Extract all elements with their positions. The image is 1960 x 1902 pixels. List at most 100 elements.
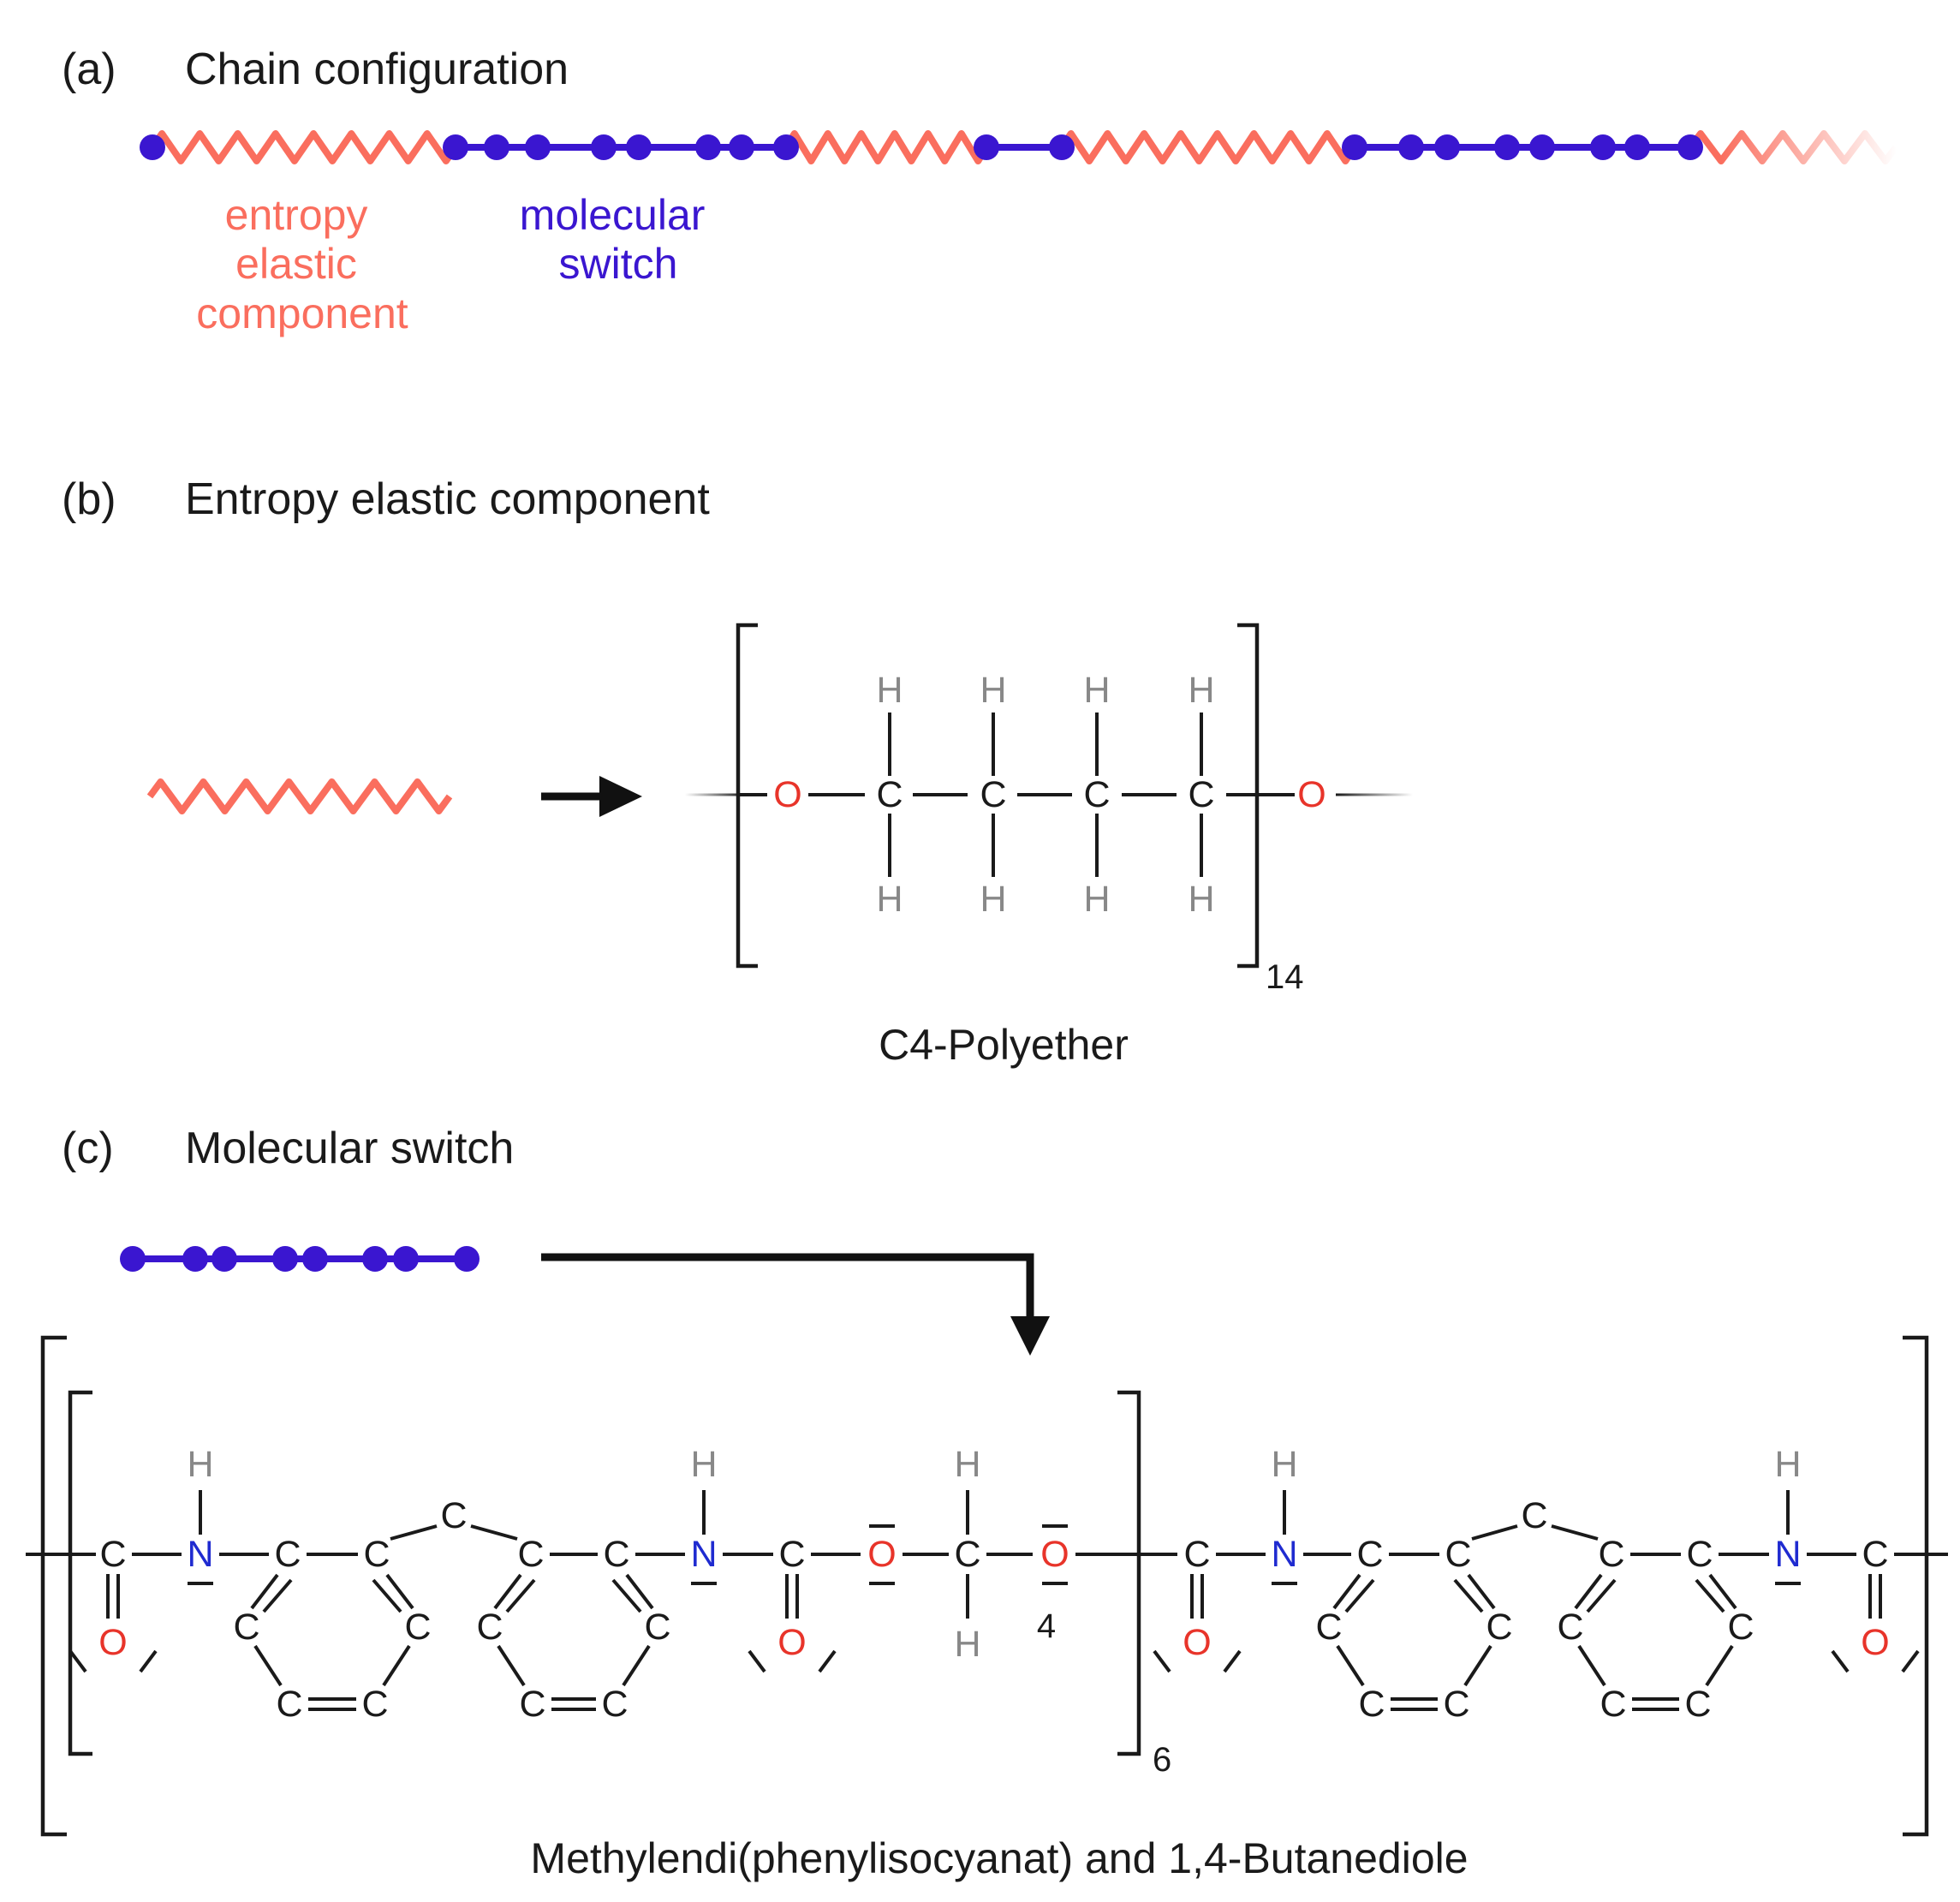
switch-bead <box>120 1246 146 1272</box>
carbon-atom: C <box>1598 1534 1624 1575</box>
panel-a: (a) Chain configuration entropy elastic … <box>62 45 1899 337</box>
oxygen-atom: O <box>98 1622 127 1663</box>
carbon-atom: C <box>1686 1534 1713 1575</box>
bond <box>250 1573 279 1610</box>
elastic-segment <box>783 130 990 164</box>
bond <box>622 1644 651 1687</box>
hydrogen-atom: H <box>1271 1444 1297 1485</box>
carbon-atom: C <box>476 1607 503 1648</box>
double-bond <box>505 1578 536 1613</box>
carbon-atom: C <box>1315 1607 1342 1648</box>
left-bracket <box>736 623 758 969</box>
hydrogen-atom: H <box>876 670 903 711</box>
bond <box>1463 1644 1492 1687</box>
mdi-caption: Methylendi(phenylisocyanat) and 1,4-Buta… <box>530 1834 1468 1882</box>
oxygen-atom: O <box>867 1534 896 1575</box>
switch-bead <box>1434 134 1460 160</box>
switch-bead <box>362 1246 388 1272</box>
panel-b-title: Entropy elastic component <box>185 474 710 524</box>
carbon-atom: C <box>361 1684 388 1725</box>
bond <box>1551 1524 1599 1541</box>
elastic-label-line-2: elastic <box>235 240 357 288</box>
lone-pair <box>139 1649 158 1673</box>
elastic-segment <box>1058 130 1358 164</box>
carbon-atom: C <box>601 1684 628 1725</box>
switch-label-line-2: switch <box>559 240 678 288</box>
switch-bead <box>1677 134 1703 160</box>
carbon-atom: C <box>517 1534 544 1575</box>
switch-bead <box>393 1246 419 1272</box>
bond <box>1467 1573 1496 1610</box>
oxygen-atom: O <box>1183 1622 1211 1663</box>
nitrogen-atom: N <box>690 1534 717 1575</box>
polyether-caption: C4-Polyether <box>879 1021 1129 1069</box>
double-bond <box>1695 1578 1725 1613</box>
switch-bead <box>974 134 999 160</box>
switch-bead <box>729 134 754 160</box>
switch-bead <box>1590 134 1616 160</box>
outer-right-bracket <box>1903 1335 1929 1837</box>
carbon-atom: C <box>1083 774 1110 815</box>
bond <box>1336 1644 1365 1687</box>
inner-left-bracket <box>68 1390 92 1756</box>
double-bond <box>1344 1578 1375 1613</box>
inner-repeat-count: 6 <box>1153 1741 1171 1779</box>
bond <box>1471 1524 1518 1541</box>
carbon-atom: C <box>276 1684 302 1725</box>
oxygen-atom: O <box>773 774 801 815</box>
carbon-atom: C <box>603 1534 629 1575</box>
panel-c-title: Molecular switch <box>185 1124 514 1173</box>
carbon-atom: C <box>233 1607 259 1648</box>
carbon-atom: C <box>519 1684 545 1725</box>
bond <box>1708 1573 1737 1610</box>
oxygen-atom: O <box>1861 1622 1889 1663</box>
lone-pair <box>818 1649 837 1673</box>
carbon-atom: C <box>876 774 903 815</box>
hydrogen-atom: H <box>954 1624 980 1665</box>
elastic-component-label: entropy elastic component <box>196 191 408 337</box>
bond <box>470 1524 518 1541</box>
double-bond <box>372 1578 402 1613</box>
nitrogen-atom: N <box>1774 1534 1801 1575</box>
hydrogen-atom: H <box>954 1444 980 1485</box>
hydrogen-atom: H <box>690 1444 717 1485</box>
switch-bead <box>1342 134 1367 160</box>
bond <box>493 1573 522 1610</box>
elastic-segment-fading <box>1687 130 1899 164</box>
hydrogen-atom: H <box>1083 879 1110 920</box>
hydrogen-atom: H <box>1188 670 1214 711</box>
bond <box>625 1573 654 1610</box>
double-bond <box>611 1578 642 1613</box>
oxygen-atom: O <box>1297 774 1326 815</box>
carbon-atom: C <box>954 1534 980 1575</box>
carbon-atom: C <box>1557 1607 1583 1648</box>
switch-bead <box>1494 134 1520 160</box>
right-arrow <box>541 776 642 817</box>
nitrogen-atom: N <box>1271 1534 1297 1575</box>
double-bond <box>1586 1578 1617 1613</box>
switch-label-line-1: molecular <box>520 191 706 239</box>
carbon-atom: C <box>1862 1534 1888 1575</box>
chain-configuration <box>78 130 1899 164</box>
bond <box>1577 1644 1606 1687</box>
carbon-atom: C <box>363 1534 390 1575</box>
oxygen-atom: O <box>777 1622 806 1663</box>
lone-pair <box>1901 1649 1920 1673</box>
bond <box>1705 1644 1734 1687</box>
bond <box>497 1644 526 1687</box>
lone-pair <box>69 1649 87 1673</box>
lone-pair <box>748 1649 766 1673</box>
right-bracket <box>1237 623 1260 969</box>
bond <box>382 1644 411 1687</box>
double-bond <box>262 1578 293 1613</box>
carbon-atom: C <box>404 1607 431 1648</box>
carbon-atom: C <box>1445 1534 1471 1575</box>
elastic-segment <box>149 130 459 164</box>
switch-bead <box>454 1246 480 1272</box>
bond <box>1574 1573 1603 1610</box>
switch-bead <box>773 134 799 160</box>
elastic-label-line-1: entropy <box>225 191 368 239</box>
switch-bead <box>695 134 721 160</box>
